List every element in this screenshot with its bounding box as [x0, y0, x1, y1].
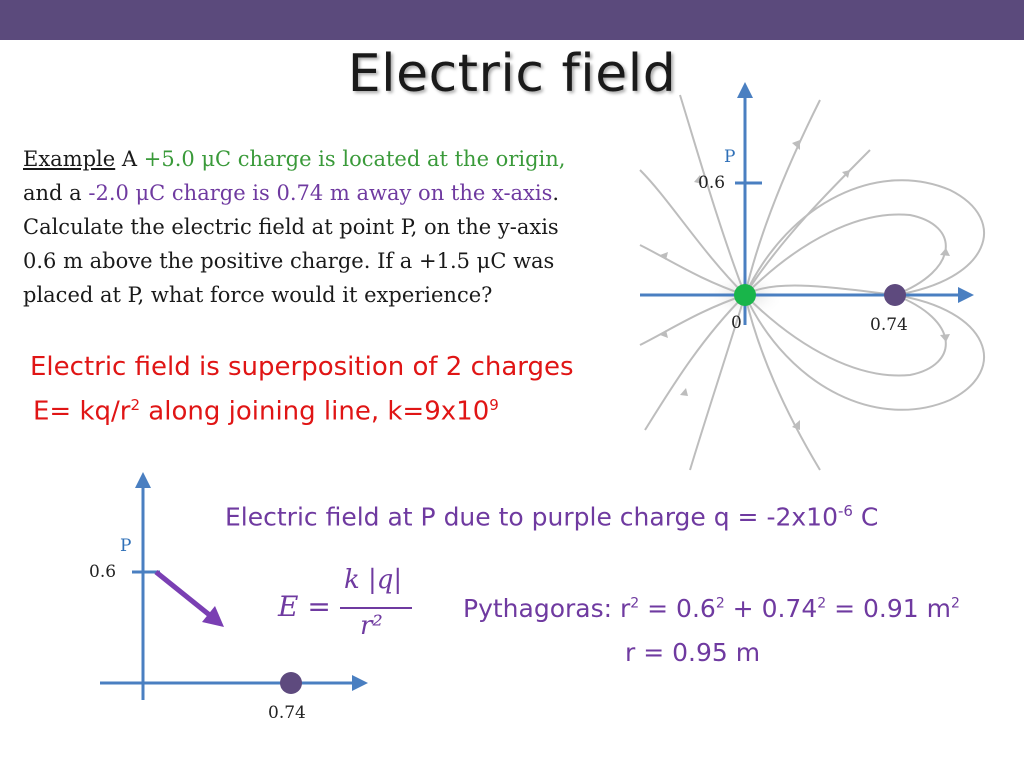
- slide-title: Electric field: [347, 44, 677, 104]
- vector-diagram: [100, 472, 368, 700]
- field-line: [639, 244, 746, 296]
- fraction-bar: [340, 607, 412, 609]
- field-line: [679, 94, 746, 296]
- field-line: [639, 294, 746, 346]
- x-tick-label-top: 0.74: [870, 315, 908, 335]
- field-vector-arrow: [154, 570, 214, 619]
- negative-charge: [884, 284, 906, 306]
- charge1-text: +5.0 μC charge is located at the origin,: [143, 147, 566, 171]
- y-tick-label-top: 0.6: [698, 173, 726, 193]
- field-arrowhead: [792, 420, 800, 430]
- field-formula-note: E= kq/r2 along joining line, k=9x109: [33, 396, 499, 427]
- example-intro: A: [115, 147, 144, 171]
- y-axis-arrowhead: [135, 472, 151, 488]
- pyth-sup4: 2: [950, 595, 960, 612]
- field-vector-arrowhead: [202, 606, 224, 627]
- pyth-part4: = 0.91 m: [826, 594, 951, 623]
- pyth-part1: Pythagoras: r: [463, 594, 631, 623]
- charge-exponent: -6: [837, 502, 853, 520]
- equation-numerator: k |q|: [344, 565, 403, 595]
- field-arrowhead: [792, 140, 800, 150]
- field-line: [689, 294, 746, 471]
- pyth-part2: = 0.6: [639, 594, 716, 623]
- field-arrowhead: [940, 334, 950, 342]
- equation-lhs: E =: [278, 590, 331, 623]
- negative-charge: [280, 672, 302, 694]
- field-lines-diagram: [639, 82, 986, 471]
- charge2-text: -2.0 μC charge is 0.74 m away on the x-a…: [88, 181, 553, 205]
- top-bar: [0, 0, 1024, 40]
- pyth-sup2: 2: [715, 595, 725, 612]
- field-formula-mid: along joining line, k=9x10: [140, 396, 490, 427]
- field-line: [744, 99, 821, 296]
- pythagoras-line: Pythagoras: r2 = 0.62 + 0.742 = 0.91 m2: [463, 594, 960, 623]
- distance-result: r = 0.95 m: [625, 638, 761, 667]
- field-line: [744, 294, 821, 471]
- field-arrowhead: [842, 170, 850, 178]
- example-line4: 0.6 m above the positive charge. If a +1…: [23, 249, 555, 273]
- field-line: [639, 169, 746, 296]
- field-arrowhead: [694, 175, 702, 184]
- y-axis-arrowhead: [737, 82, 753, 98]
- field-line: [744, 294, 986, 411]
- purple-charge-field-pre: Electric field at P due to purple charge…: [225, 502, 838, 532]
- example-period: .: [552, 181, 560, 205]
- field-line: [644, 294, 746, 431]
- example-problem-text: Example A +5.0 μC charge is located at t…: [23, 142, 643, 312]
- pyth-sup1: 2: [630, 595, 640, 612]
- pyth-part3: + 0.74: [724, 594, 818, 623]
- example-line3: Calculate the electric field at point P,…: [23, 215, 559, 239]
- superposition-note: Electric field is superposition of 2 cha…: [30, 352, 574, 382]
- equation-denominator: r²: [360, 611, 383, 641]
- field-line: [744, 294, 947, 377]
- field-formula-exponent: 2: [130, 396, 141, 414]
- example-join: and a: [23, 181, 89, 205]
- field-arrowhead: [660, 252, 668, 260]
- y-tick-label-bottom: 0.6: [89, 562, 117, 582]
- pyth-sup3: 2: [817, 595, 827, 612]
- field-equation: E = k |q| r²: [278, 565, 428, 645]
- field-line: [744, 213, 947, 296]
- field-arrowhead: [940, 248, 950, 256]
- x-axis-arrowhead: [352, 675, 368, 691]
- example-label: Example: [23, 147, 116, 171]
- field-formula-pre: E= kq/r: [33, 396, 131, 427]
- x-axis-arrowhead: [958, 287, 974, 303]
- positive-charge: [734, 284, 756, 306]
- point-p-label-bottom: P: [120, 536, 132, 556]
- field-line: [744, 179, 986, 296]
- field-arrowhead: [680, 388, 688, 396]
- purple-charge-field-post: C: [852, 502, 879, 532]
- origin-label: 0: [731, 313, 742, 333]
- example-line5: placed at P, what force would it experie…: [23, 283, 493, 307]
- purple-charge-field-text: Electric field at P due to purple charge…: [225, 502, 878, 531]
- k-exponent: 9: [489, 396, 499, 414]
- point-p-label-top: P: [724, 147, 736, 167]
- field-arrowhead: [660, 330, 668, 338]
- x-tick-label-bottom: 0.74: [268, 703, 306, 723]
